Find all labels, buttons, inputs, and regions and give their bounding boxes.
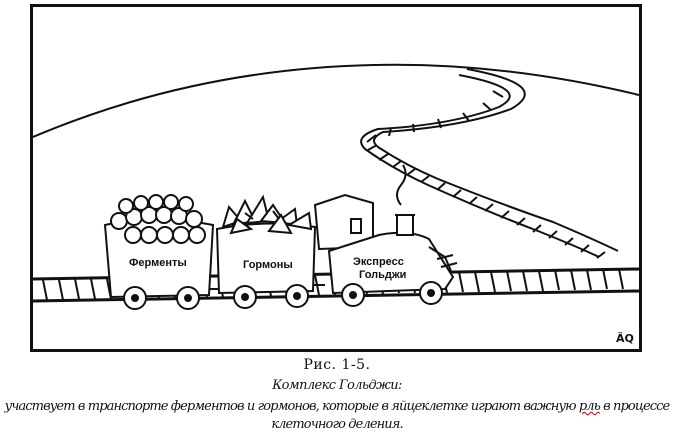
cab-window bbox=[350, 218, 362, 234]
wagon-enzymes-label: Ферменты bbox=[129, 257, 187, 269]
engine-chimney bbox=[396, 214, 414, 236]
engine-label-line2: Гольджи bbox=[359, 269, 407, 281]
smoke-puff bbox=[396, 164, 407, 206]
engine-boiler bbox=[327, 231, 455, 295]
engine-cab bbox=[313, 193, 374, 251]
wagon-hormones-label: Гормоны bbox=[243, 259, 293, 271]
caption-text-part2: в процессе клеточного деления. bbox=[271, 399, 670, 432]
hormones-load bbox=[221, 194, 313, 235]
distant-railway bbox=[360, 68, 619, 259]
wagon-enzymes bbox=[103, 194, 219, 310]
cartoon-figure: Ферменты Гормоны Экспресс Гольджи ÄQ bbox=[30, 4, 642, 352]
hill-outline bbox=[33, 63, 639, 138]
figure-caption-body: участвует в транспорте ферментов и гормо… bbox=[4, 398, 671, 434]
figure-title: Комплекс Гольджи: bbox=[272, 378, 402, 393]
caption-text-part1: участвует в транспорте ферментов и гормо… bbox=[4, 399, 579, 414]
caption-misspelled-word: рль bbox=[578, 399, 601, 414]
engine-golgi-express bbox=[313, 164, 458, 307]
artist-signature: ÄQ bbox=[616, 332, 634, 345]
wagon-hormones bbox=[215, 194, 325, 309]
engine-label-line1: Экспресс bbox=[353, 256, 404, 268]
train-illustration bbox=[33, 63, 639, 310]
enzymes-load bbox=[110, 194, 206, 244]
figure-number: Рис. 1-5. bbox=[303, 357, 371, 373]
